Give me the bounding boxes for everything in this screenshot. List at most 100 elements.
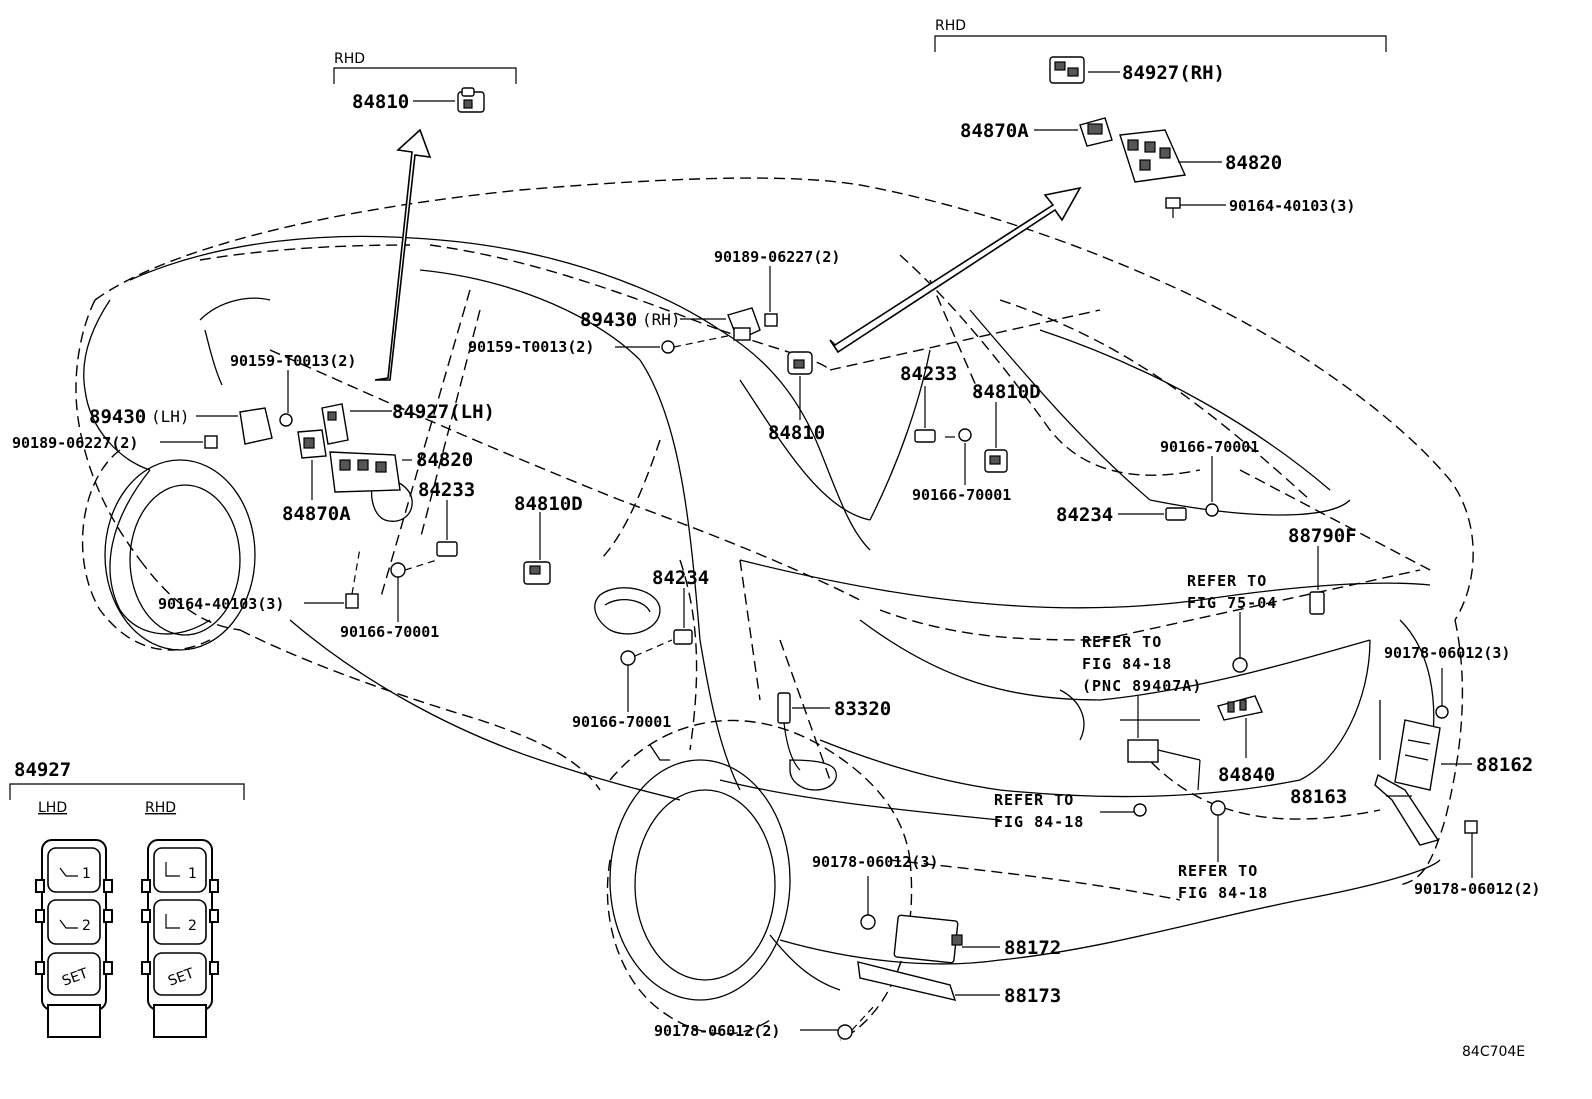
inset-rhd-label: RHD <box>145 800 176 816</box>
label-90166-right1: 90166-70001 <box>912 486 1011 504</box>
seat-memory-switch-84927-lh <box>321 403 349 445</box>
switch-84810d-left <box>523 561 551 585</box>
inset-rhd-switch: 1 2 SET <box>141 839 219 1038</box>
clip-90159-mid <box>661 340 675 354</box>
sensor-83320 <box>777 692 801 771</box>
refer-84-18-b-line1: REFER TO <box>1178 862 1258 880</box>
label-90178-a: 90178-06012(3) <box>1384 644 1510 662</box>
seat-icon <box>59 919 78 929</box>
label-84820-lhd: 84820 <box>416 449 473 471</box>
label-90159-left: 90159-T0013(2) <box>230 352 356 370</box>
label-84870a-rhd: 84870A <box>960 120 1029 142</box>
rhd-arrow-right <box>829 186 1082 354</box>
label-90178-c: 90178-06012(2) <box>1414 880 1540 898</box>
seat-memory-switch-84927-rh <box>1049 56 1085 84</box>
height-sensor-89407a <box>1127 739 1201 791</box>
leader-lines <box>160 71 1473 1031</box>
seat-memory-switch-84810-mid <box>787 351 813 375</box>
rhd-button-2: 2 <box>188 918 197 934</box>
screw-90164-rhd <box>1165 197 1181 218</box>
label-90178-d: 90178-06012(2) <box>654 1022 780 1040</box>
label-84840: 84840 <box>1218 764 1275 786</box>
bracket-88173 <box>857 961 957 1001</box>
label-88172: 88172 <box>1004 937 1061 959</box>
label-84927-lh: 84927(LH) <box>392 401 495 423</box>
label-90164-rhd: 90164-40103(3) <box>1229 197 1355 215</box>
inset-lhd-label: LHD <box>38 800 67 816</box>
refer-84-18-pnc-line3: (PNC 89407A) <box>1082 677 1202 695</box>
switch-84234-mid <box>673 629 693 645</box>
rhd-header-right: RHD <box>935 18 966 34</box>
switch-84870a-rhd <box>1079 117 1113 147</box>
callout-labels: 84810 84927(RH) 84870A 84820 90164-40103… <box>12 62 1540 1040</box>
clip-90189-lh <box>204 435 218 449</box>
refer-84-18-a-line2: FIG 84-18 <box>994 813 1084 831</box>
clip-fig-84-18-b <box>1210 800 1226 816</box>
label-83320: 83320 <box>834 698 891 720</box>
sensor-88790f <box>1309 591 1325 615</box>
refer-75-04-line2: FIG 75-04 <box>1187 594 1277 612</box>
screw-90164-left <box>345 593 359 609</box>
refer-84-18-b-line2: FIG 84-18 <box>1178 884 1268 902</box>
label-90178-b: 90178-06012(3) <box>812 853 938 871</box>
seat-icon <box>165 862 180 877</box>
label-84233-left: 84233 <box>418 479 475 501</box>
label-84810-rhd: 84810 <box>352 91 409 113</box>
seat-icon <box>59 867 78 877</box>
refer-84-18-a-line1: REFER TO <box>994 791 1074 809</box>
label-90166-left: 90166-70001 <box>340 623 439 641</box>
switch-84234-right <box>1165 507 1187 521</box>
label-88790f: 88790F <box>1288 525 1357 547</box>
label-84810-mid: 84810 <box>768 422 825 444</box>
rhd-header-left: RHD <box>334 51 365 67</box>
bracket-88163 <box>1374 773 1440 846</box>
screw-90166-right1 <box>945 428 972 442</box>
screw-90166-right2 <box>1205 503 1219 517</box>
switch-84810d-right <box>984 449 1008 473</box>
label-89430-lh: 89430 <box>89 406 146 428</box>
power-window-master-switch-84820-lhd <box>329 451 401 493</box>
part-shapes <box>204 56 1478 1040</box>
label-84927-rh: 84927(RH) <box>1122 62 1225 84</box>
lhd-button-1: 1 <box>82 866 91 882</box>
rhd-bracket-left: RHD <box>333 51 517 84</box>
label-84233-right: 84233 <box>900 363 957 385</box>
seat-icon <box>165 914 180 929</box>
inset-lhd-switch: 1 2 SET <box>35 839 113 1038</box>
car-body-outline <box>75 177 1474 1041</box>
label-90159-mid: 90159-T0013(2) <box>468 338 594 356</box>
label-90164-left: 90164-40103(3) <box>158 595 284 613</box>
switch-84870a-lhd <box>297 429 327 459</box>
label-90166-right2: 90166-70001 <box>1160 438 1259 456</box>
label-84234-right: 84234 <box>1056 504 1113 526</box>
label-89430-rh-tag: (RH) <box>642 310 681 329</box>
figure-code: 84C704E <box>1462 1044 1525 1060</box>
label-88173: 88173 <box>1004 985 1061 1007</box>
sensor-89430-rh <box>727 307 761 341</box>
refer-75-04-line1: REFER TO <box>1187 572 1267 590</box>
inset-part-number: 84927 <box>14 759 71 781</box>
ecu-88162 <box>1394 719 1441 791</box>
label-88162: 88162 <box>1476 754 1533 776</box>
clip-fig-84-18-a <box>1133 803 1147 817</box>
nut-90178-b <box>860 914 876 930</box>
power-window-master-switch-84820-rhd <box>1119 129 1187 183</box>
switch-84233-right <box>914 429 936 443</box>
sensor-89430-lh <box>239 407 273 445</box>
screw-90166-mid <box>620 650 636 666</box>
clip-90159-left <box>279 413 293 427</box>
rhd-arrow-left <box>374 128 432 381</box>
label-89430-lh-tag: (LH) <box>151 407 190 426</box>
label-88163: 88163 <box>1290 786 1347 808</box>
screw-90166-left <box>390 562 406 578</box>
label-90189-lh: 90189-06227(2) <box>12 434 138 452</box>
clip-90189-rh <box>764 313 778 327</box>
refer-84-18-pnc-line1: REFER TO <box>1082 633 1162 651</box>
rhd-button-1: 1 <box>188 866 197 882</box>
lhd-button-2: 2 <box>82 918 91 934</box>
refer-84-18-pnc-line2: FIG 84-18 <box>1082 655 1172 673</box>
nut-90178-a <box>1435 705 1449 719</box>
trunk-switch-84840 <box>1217 695 1263 721</box>
label-84870a-lhd: 84870A <box>282 503 351 525</box>
